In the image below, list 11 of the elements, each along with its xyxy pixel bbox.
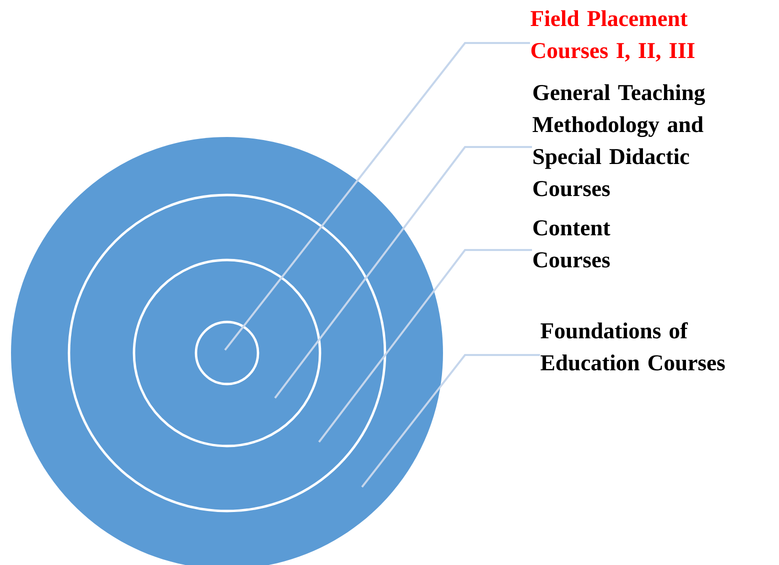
target-circle xyxy=(194,320,260,386)
course-label: Content Courses xyxy=(533,220,610,268)
leader-line xyxy=(318,249,532,443)
target-circle xyxy=(132,258,322,448)
leader-line xyxy=(274,146,532,399)
target-circle xyxy=(68,194,386,512)
course-label: General Teaching Methodology and Special Didactic Courses xyxy=(532,84,705,196)
course-label: Foundations of Education Courses xyxy=(540,322,725,370)
leader-line xyxy=(361,354,540,488)
course-label: Field Placement Courses I, II, III xyxy=(530,10,694,62)
leader-line xyxy=(224,42,530,351)
